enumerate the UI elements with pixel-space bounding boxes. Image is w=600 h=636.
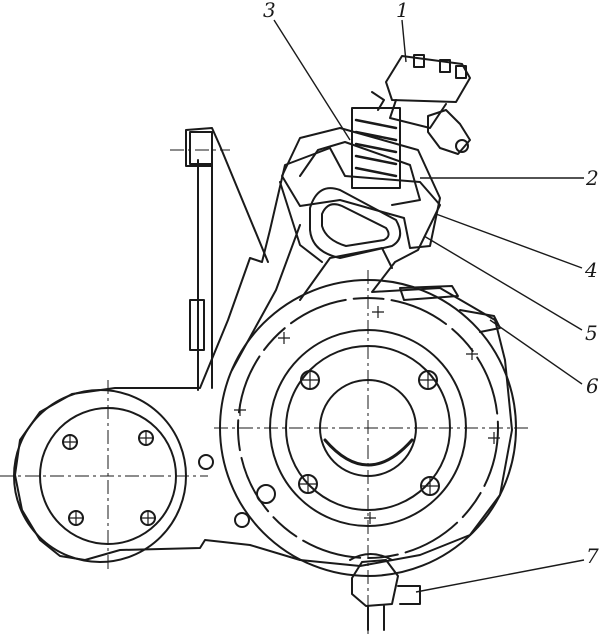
top-bolt-1	[413, 54, 425, 68]
bottom-valve-top	[349, 553, 393, 561]
leader-4	[435, 213, 583, 269]
callout-label-1: 1	[396, 0, 409, 22]
upright-bracket	[185, 127, 269, 391]
arm-eye-inner	[321, 203, 390, 247]
callout-label-6: 6	[586, 374, 599, 398]
small-plus-marks	[234, 306, 500, 524]
top-bolt-3	[455, 65, 467, 79]
leader-7	[415, 559, 585, 593]
top-block-cap	[389, 99, 447, 129]
right-bracket	[459, 309, 501, 333]
callout-label-7: 7	[586, 544, 599, 568]
head-housing	[281, 127, 441, 249]
callout-label-5: 5	[585, 321, 598, 345]
callout-label-3: 3	[263, 0, 276, 22]
top-bolt-2	[439, 59, 451, 73]
bottom-valve	[351, 559, 399, 607]
bracket-plate-mid	[189, 299, 205, 351]
side-fitting-knob	[455, 139, 469, 153]
leader-6	[489, 319, 583, 385]
spring-column	[351, 107, 401, 189]
leader-1	[401, 19, 407, 63]
arm-eye-outer	[309, 187, 402, 259]
bolt-cross-marks	[62, 372, 438, 526]
arm-right-edge	[299, 247, 393, 301]
callout-label-2: 2	[586, 166, 599, 190]
leader-3	[273, 19, 351, 141]
right-block	[399, 285, 459, 301]
leader-5	[423, 235, 583, 331]
arm-upper	[279, 181, 323, 263]
head-lever	[371, 91, 385, 111]
side-fitting	[427, 109, 471, 155]
top-block	[385, 55, 471, 103]
callout-label-4: 4	[585, 258, 598, 282]
head-inner	[299, 141, 421, 206]
arm-left-edge	[231, 224, 301, 371]
bolt-holes-main-wheel	[256, 370, 440, 504]
spring-coils	[354, 118, 398, 178]
bracket-plate-top	[189, 131, 213, 165]
